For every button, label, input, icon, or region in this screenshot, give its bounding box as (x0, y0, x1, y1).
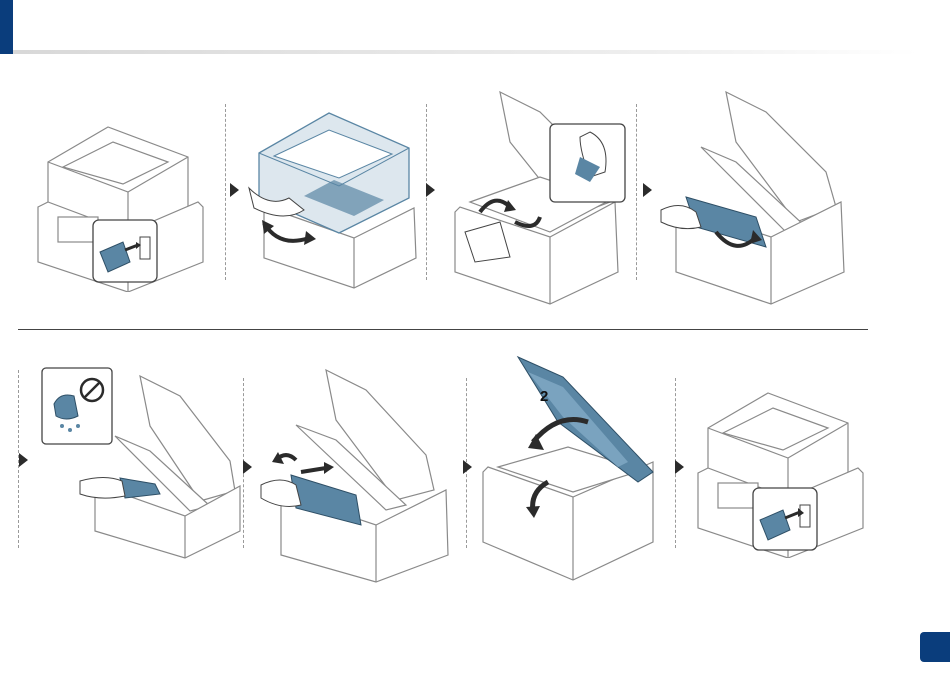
divider-3 (636, 104, 637, 280)
step-7-close-cover (478, 352, 663, 584)
step-arrow-icon (675, 460, 684, 474)
divider-1 (225, 104, 226, 280)
step-arrow-icon (643, 183, 652, 197)
step-1-unplug-power (28, 112, 208, 292)
page-number-badge (920, 632, 950, 662)
step-arrow-icon (19, 453, 28, 467)
step-arrow-icon (243, 460, 252, 474)
row-divider (18, 329, 868, 330)
step-6-insert-toner (256, 360, 456, 585)
header-accent-bar (0, 0, 13, 54)
step-arrow-icon (463, 460, 472, 474)
step-4-remove-toner (656, 82, 851, 307)
step-5-do-not-touch-drum (40, 366, 245, 561)
step-8-plug-power (688, 378, 868, 558)
header-rule (13, 50, 918, 54)
step-7-order-label: 2 (540, 388, 548, 405)
step-arrow-icon (426, 183, 435, 197)
step-3-open-inner-cover (440, 82, 630, 307)
step-arrow-icon (230, 183, 239, 197)
step-2-open-scanner-lid (244, 108, 419, 293)
